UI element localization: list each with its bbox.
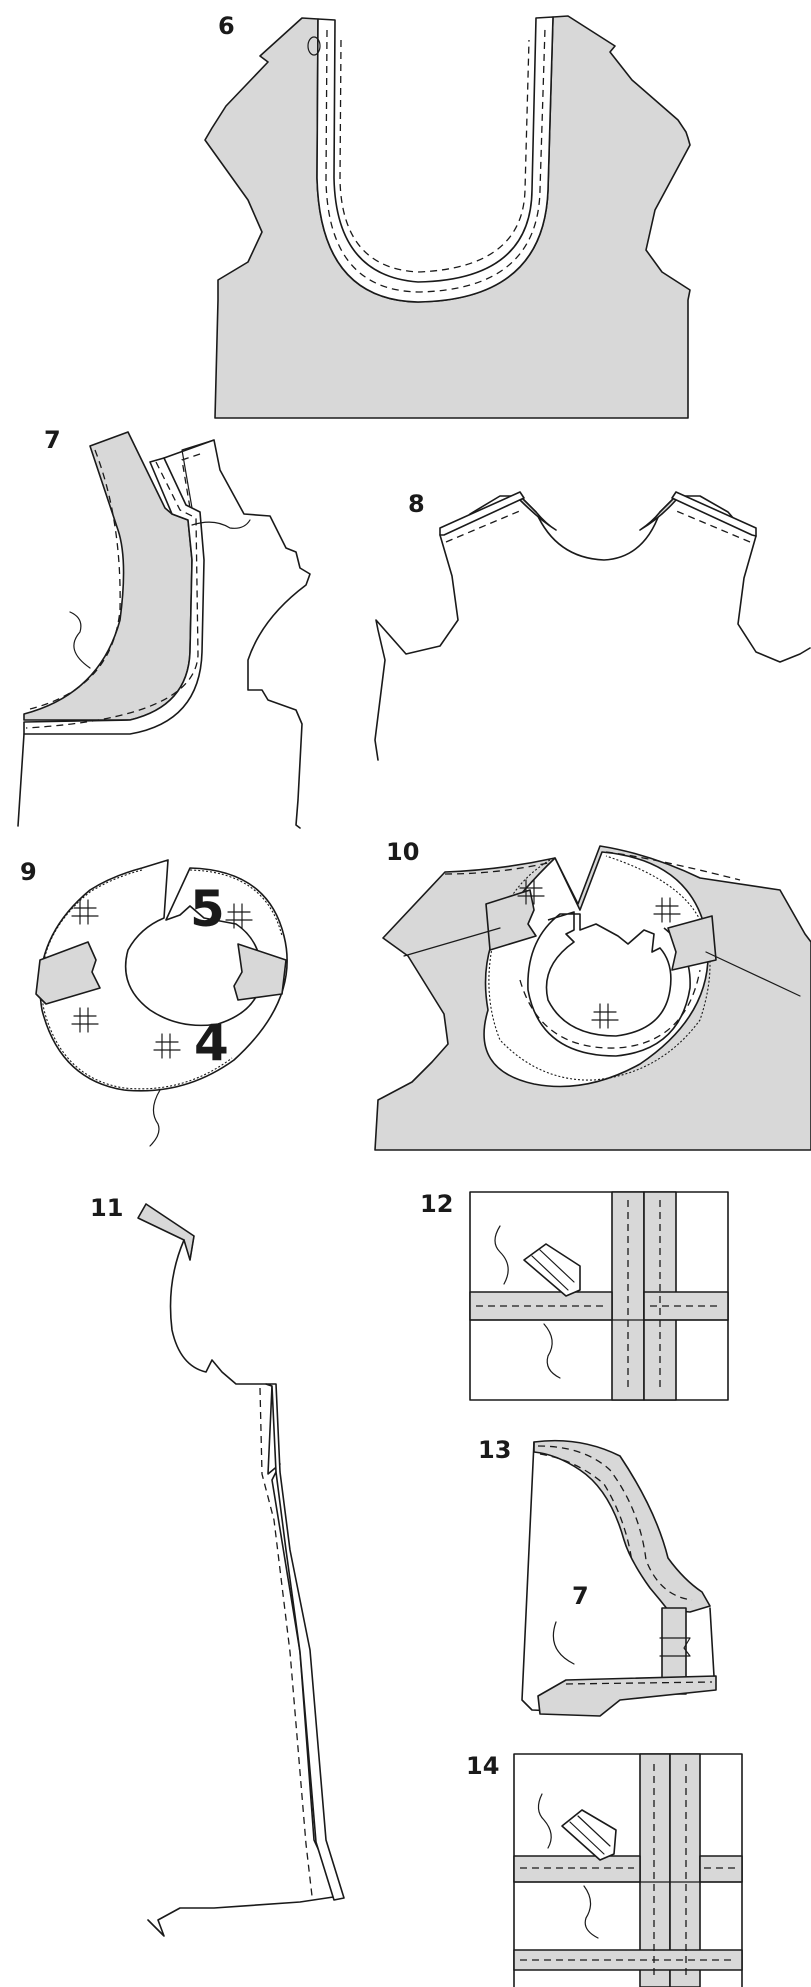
step-14-strip-horizontal-right: [699, 1855, 743, 1883]
step-8-bodice-outline: [374, 495, 811, 761]
step-11-piece-outline: [147, 1239, 341, 1937]
step-14-thread-2: [583, 1885, 599, 1939]
step-7-binding-strip: [23, 457, 205, 735]
step-9-figure: 9 5 4: [20, 858, 288, 1147]
step-7-shoulder-stitch: [181, 453, 201, 509]
step-13-label: 7: [572, 1582, 589, 1610]
step-number-14: 14: [466, 1752, 499, 1780]
step-9-fusing-mark-2: [71, 1007, 99, 1033]
step-7-shoulder: [181, 439, 215, 509]
step-8-facing-right: [639, 495, 677, 531]
step-14-strip-vertical-1: [639, 1753, 671, 1987]
step-13-binding-curve: [533, 1439, 711, 1613]
step-11-figure: 11: [90, 1194, 345, 1937]
step-6-stitch-line-inner: [339, 39, 530, 273]
step-7-stitch-2: [25, 461, 199, 729]
step-8-shoulder-binding-left: [439, 491, 525, 536]
step-6-figure: 6: [204, 12, 691, 419]
step-13-figure: 13 7: [478, 1436, 717, 1717]
step-10-yoke-lines: [403, 927, 801, 997]
step-9-fusing-mark-1: [71, 899, 99, 925]
step-10-neck-opening: [527, 911, 691, 1057]
step-9-label-upper: 5: [190, 880, 225, 938]
step-number-9: 9: [20, 858, 37, 886]
step-6-binding-left: [316, 16, 554, 303]
step-number-8: 8: [408, 490, 425, 518]
step-9-collar-ring: [39, 859, 288, 1092]
step-6-bodice: [204, 15, 691, 419]
step-10-fusing-mark-3: [591, 1003, 619, 1029]
step-number-12: 12: [420, 1190, 453, 1218]
step-10-collar-stitch: [519, 969, 701, 1049]
step-12-stitch-vertical: [627, 1200, 661, 1392]
step-8-facing-left: [519, 495, 557, 531]
step-14-strip-horizontal-left: [513, 1855, 641, 1883]
step-7-thread-2: [69, 611, 91, 669]
step-7-thread: [191, 519, 251, 529]
step-14-presser-foot-detail: [569, 1815, 611, 1855]
step-9-fusing-mark-3: [153, 1033, 181, 1059]
step-8-stitch-right: [673, 509, 751, 543]
step-13-notch: [659, 1637, 691, 1657]
step-9-tab-right: [233, 943, 287, 1001]
step-10-tab-right: [667, 915, 717, 971]
step-9-label-lower: 4: [194, 1014, 229, 1072]
step-10-shoulder-stitch-left: [444, 861, 553, 875]
step-14-thread-1: [537, 1793, 552, 1849]
step-12-thread-2: [543, 1323, 561, 1379]
step-13-thread: [552, 1621, 575, 1665]
step-9-fusing-mark-4: [225, 903, 253, 929]
step-7-figure: 7: [17, 426, 311, 829]
step-number-11: 11: [90, 1194, 123, 1222]
step-7-side-seam: [17, 733, 25, 827]
step-13-stitch-1: [537, 1445, 693, 1601]
step-14-presser-foot: [561, 1809, 617, 1861]
step-12-presser-foot: [523, 1243, 581, 1297]
step-9-tab-left: [35, 941, 101, 1005]
step-10-figure: 10: [374, 838, 811, 1151]
step-14-figure: 14: [466, 1752, 743, 1987]
step-12-presser-foot-detail: [531, 1249, 575, 1291]
step-14-stitch-horizontal: [520, 1867, 738, 1961]
step-number-6: 6: [218, 12, 235, 40]
step-number-7: 7: [44, 426, 61, 454]
step-12-figure: 12: [420, 1190, 729, 1401]
step-number-10: 10: [386, 838, 419, 866]
step-11-binding-strip: [265, 1383, 345, 1901]
step-12-thread-1: [494, 1225, 509, 1285]
step-8-stitch-left: [445, 509, 523, 543]
step-10-tab-left: [485, 889, 537, 951]
step-10-fusing-mark-2: [653, 897, 681, 923]
step-14-stitch-vertical: [653, 1764, 687, 1980]
step-6-button-loop: [307, 36, 321, 56]
step-11-binding-end: [137, 1203, 195, 1261]
step-7-bodice-outline: [163, 439, 311, 829]
step-8-shoulder-binding-right: [671, 491, 757, 537]
step-13-stitch-3: [565, 1681, 713, 1685]
step-8-figure: 8: [374, 490, 811, 761]
step-13-strip-bottom: [537, 1675, 717, 1717]
step-10-fusing-mark-1: [517, 879, 545, 905]
step-9-serged-edge-top: [189, 869, 283, 937]
step-11-edge: [189, 1235, 195, 1261]
step-9-serged-edge: [40, 869, 233, 1090]
step-6-stitch-line: [325, 27, 546, 293]
step-number-13: 13: [478, 1436, 511, 1464]
step-7-stitch-1: [25, 449, 121, 711]
step-9-thread: [149, 1089, 161, 1147]
